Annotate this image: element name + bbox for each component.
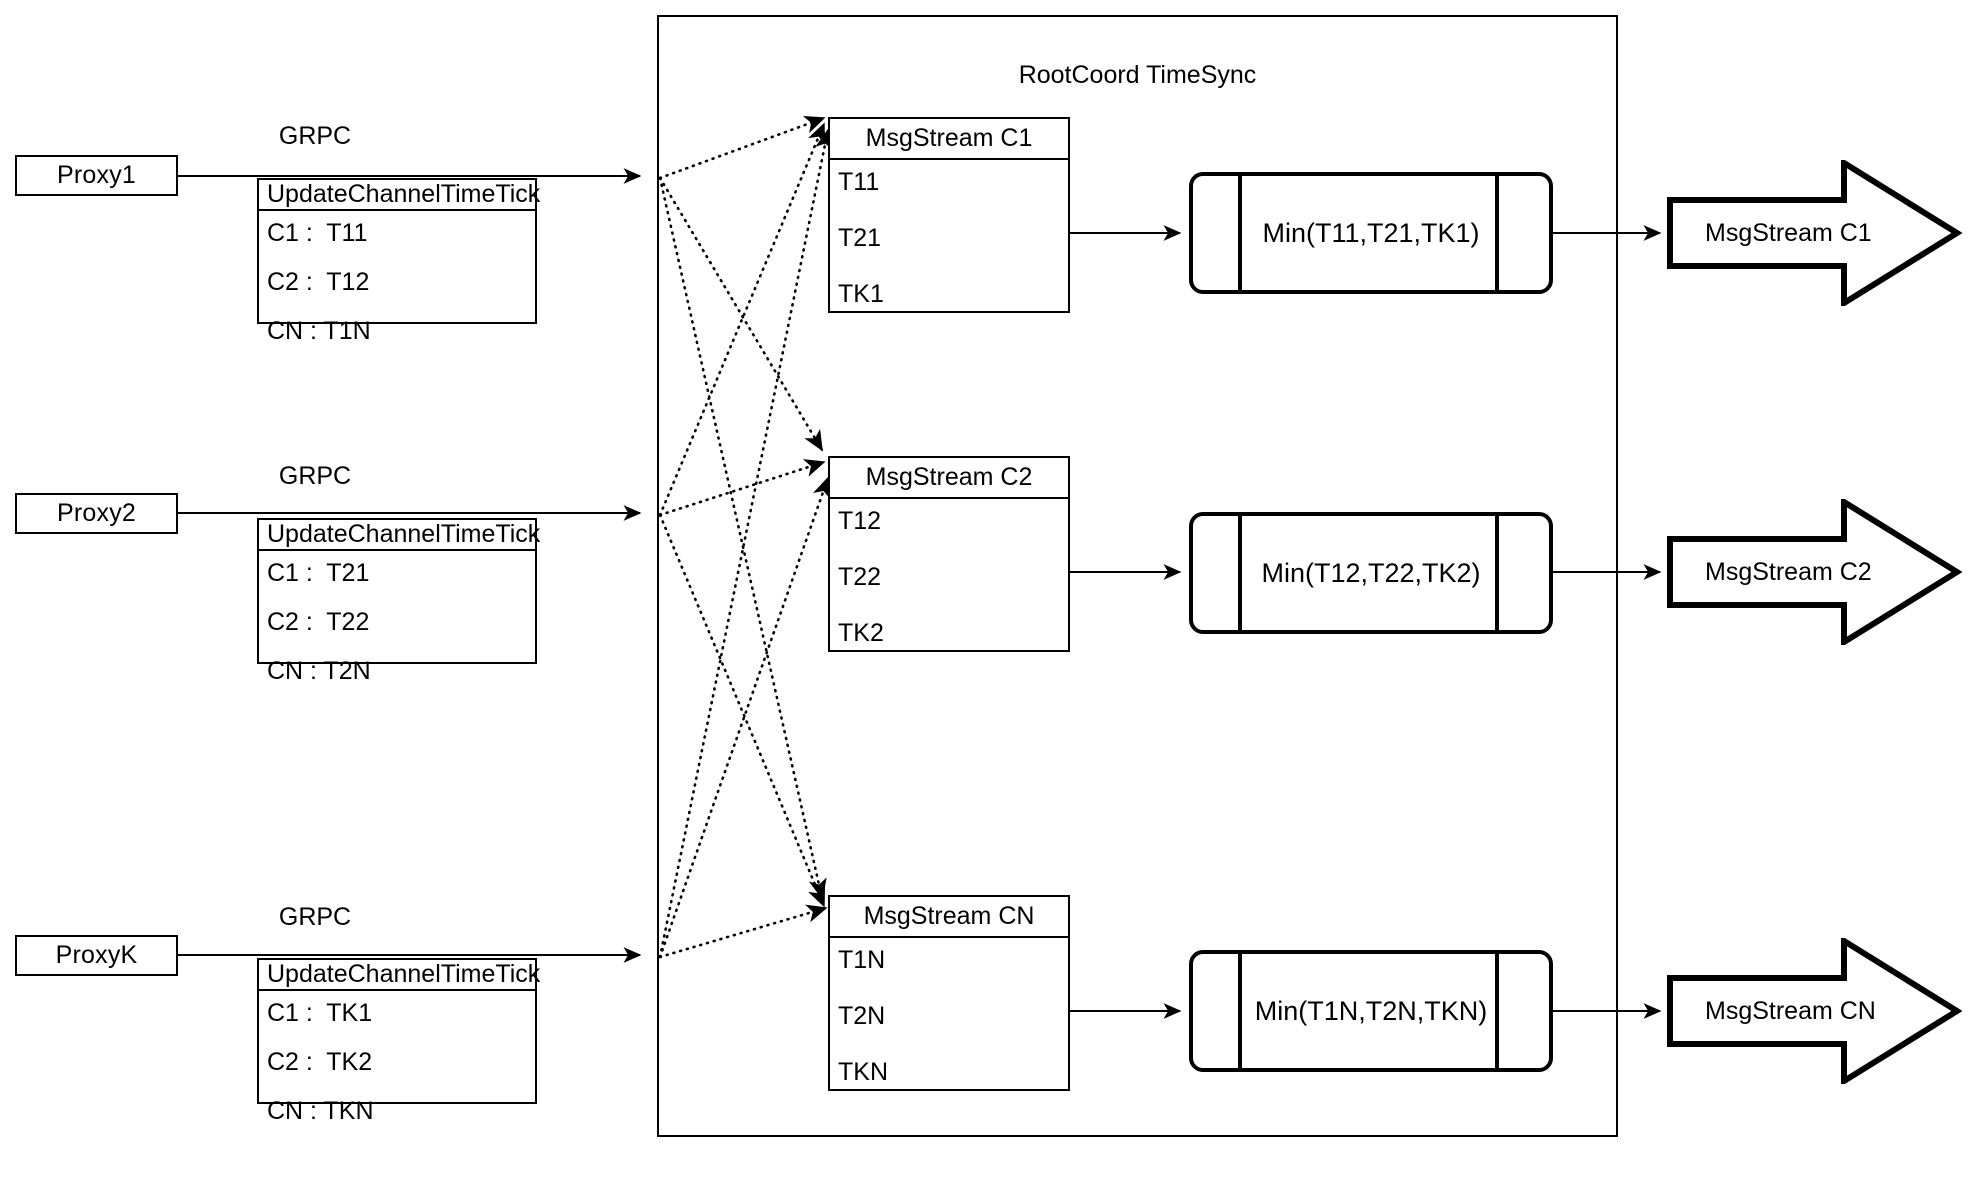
grpc-label-proxy1: GRPC: [278, 122, 352, 150]
grpc-label-proxy2: GRPC: [278, 462, 352, 490]
timetick-table-body: C1 : TK1 C2 : TK2 CN : TKN: [259, 991, 535, 1124]
timetick-table-header: UpdateChannelTimeTick: [259, 960, 540, 991]
table-row: TKN: [838, 1058, 888, 1086]
table-row: T1N: [838, 946, 886, 974]
proxy-label: Proxy2: [56, 499, 136, 527]
msgstream-header: MsgStream C1: [830, 119, 1068, 160]
output-msgstream-c1: MsgStream C1: [1667, 160, 1962, 306]
table-row: C2 : T12: [267, 268, 370, 296]
timetick-table-header: UpdateChannelTimeTick: [259, 180, 540, 211]
capsule-left-bar: [1238, 512, 1242, 634]
min-reducer-label: Min(T11,T21,TK1): [1262, 217, 1480, 248]
msgstream-body: T11 T21 TK1: [830, 160, 1068, 311]
proxy-box-proxy2[interactable]: Proxy2: [15, 493, 178, 534]
table-row: C2 : T22: [267, 608, 370, 636]
msgstream-box-c1: MsgStream C1 T11 T21 TK1: [828, 117, 1070, 313]
table-row: TK1: [838, 280, 884, 308]
min-reducer-cn: Min(T1N,T2N,TKN): [1189, 950, 1553, 1072]
capsule-outline: [1189, 950, 1553, 1072]
table-row: C1 : T11: [267, 219, 368, 247]
output-msgstream-label: MsgStream C1: [1705, 218, 1872, 247]
msgstream-body: T1N T2N TKN: [830, 938, 1068, 1089]
timetick-table-proxyk: UpdateChannelTimeTick C1 : TK1 C2 : TK2 …: [257, 958, 540, 1124]
capsule-right-bar: [1495, 172, 1499, 294]
rootcoord-timesync-title: RootCoord TimeSync: [1018, 61, 1257, 89]
output-msgstream-label: MsgStream CN: [1705, 996, 1876, 1025]
capsule-left-bar: [1238, 172, 1242, 294]
output-msgstream-c2: MsgStream C2: [1667, 499, 1962, 645]
rootcoord-timesync-container: RootCoord TimeSync: [657, 15, 1618, 1137]
timetick-table-header: UpdateChannelTimeTick: [259, 520, 540, 551]
proxy-box-proxy1[interactable]: Proxy1: [15, 155, 178, 196]
table-row: T2N: [838, 1002, 886, 1030]
min-reducer-c1: Min(T11,T21,TK1): [1189, 172, 1553, 294]
msgstream-box-cn: MsgStream CN T1N T2N TKN: [828, 895, 1070, 1091]
msgstream-header: MsgStream C2: [830, 458, 1068, 499]
output-msgstream-label: MsgStream C2: [1705, 557, 1872, 586]
timetick-table-body: C1 : T11 C2 : T12 CN : T1N: [259, 211, 535, 344]
capsule-left-bar: [1238, 950, 1242, 1072]
table-row: C1 : TK1: [267, 999, 373, 1027]
capsule-right-bar: [1495, 950, 1499, 1072]
min-reducer-label: Min(T12,T22,TK2): [1261, 557, 1481, 588]
table-row: CN : T1N: [267, 317, 371, 345]
msgstream-box-c2: MsgStream C2 T12 T22 TK2: [828, 456, 1070, 652]
table-row: TK2: [838, 619, 884, 647]
table-row: T11: [838, 168, 880, 196]
min-reducer-label: Min(T1N,T2N,TKN): [1254, 995, 1488, 1026]
msgstream-header: MsgStream CN: [830, 897, 1068, 938]
table-row: T22: [838, 563, 882, 591]
table-row: CN : T2N: [267, 657, 371, 685]
min-reducer-c2: Min(T12,T22,TK2): [1189, 512, 1553, 634]
capsule-outline: [1189, 172, 1553, 294]
grpc-label-proxyk: GRPC: [278, 903, 352, 931]
capsule-outline: [1189, 512, 1553, 634]
table-row: C1 : T21: [267, 559, 370, 587]
table-row: CN : TKN: [267, 1097, 374, 1125]
timetick-table-proxy1: UpdateChannelTimeTick C1 : T11 C2 : T12 …: [257, 178, 540, 344]
table-row: T12: [838, 507, 882, 535]
table-row: T21: [838, 224, 882, 252]
timetick-table-body: C1 : T21 C2 : T22 CN : T2N: [259, 551, 535, 684]
proxy-box-proxyk[interactable]: ProxyK: [15, 935, 178, 976]
msgstream-body: T12 T22 TK2: [830, 499, 1068, 650]
proxy-label: Proxy1: [56, 161, 136, 189]
table-row: C2 : TK2: [267, 1048, 373, 1076]
proxy-label: ProxyK: [55, 941, 138, 969]
timetick-table-proxy2: UpdateChannelTimeTick C1 : T21 C2 : T22 …: [257, 518, 540, 684]
output-msgstream-cn: MsgStream CN: [1667, 938, 1962, 1084]
capsule-right-bar: [1495, 512, 1499, 634]
